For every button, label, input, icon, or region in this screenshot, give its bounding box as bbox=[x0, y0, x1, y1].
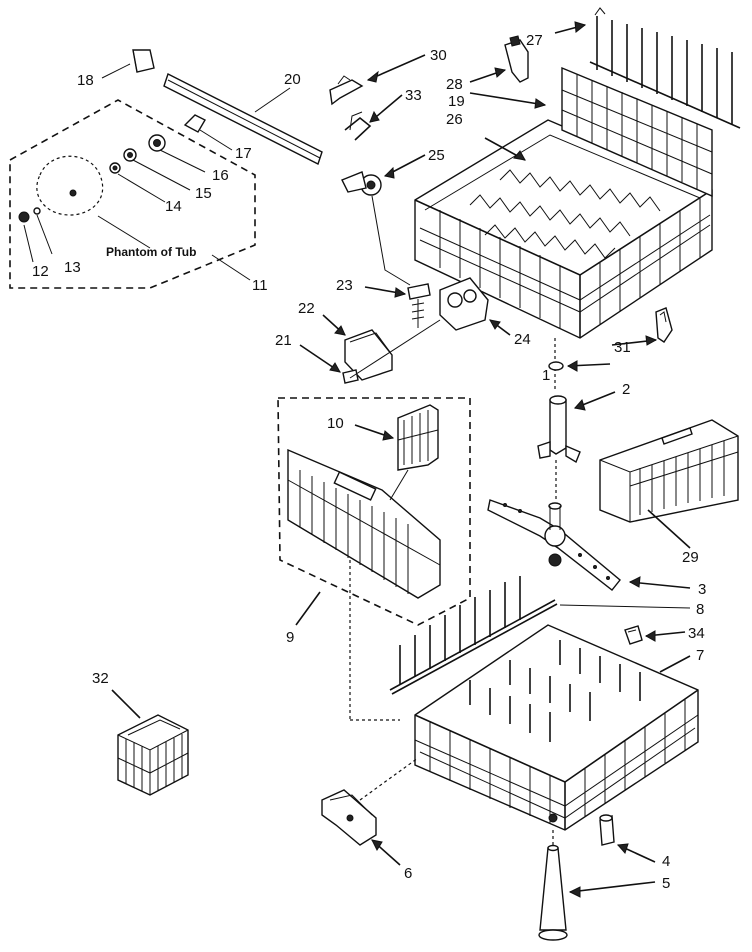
callout-1: 1 bbox=[542, 367, 550, 384]
part-30-rail-stop bbox=[329, 54, 426, 106]
part-28-clip bbox=[469, 35, 529, 83]
callout-5: 5 bbox=[662, 875, 670, 892]
part-7-lower-rack bbox=[414, 624, 699, 831]
callout-29: 29 bbox=[682, 549, 699, 566]
callout-19: 19 bbox=[448, 93, 465, 110]
phantom-of-tub-label: Phantom of Tub bbox=[106, 245, 196, 259]
part-3-wash-arm bbox=[487, 499, 691, 591]
part-34-clip bbox=[624, 625, 686, 645]
callout-24: 24 bbox=[514, 331, 531, 348]
callout-4: 4 bbox=[662, 853, 670, 870]
callout-11: 11 bbox=[252, 277, 268, 294]
callout-3: 3 bbox=[698, 581, 706, 598]
callout-6: 6 bbox=[404, 865, 412, 882]
part-8-tine-strip bbox=[389, 576, 691, 695]
part-31-clip bbox=[611, 307, 673, 346]
part-20-rack-rail bbox=[163, 73, 323, 165]
part-2-tube bbox=[537, 391, 616, 500]
part-6-rack-adjuster bbox=[321, 757, 419, 866]
callout-26: 26 bbox=[446, 111, 463, 128]
callout-7: 7 bbox=[696, 647, 704, 664]
callout-30: 30 bbox=[430, 47, 447, 64]
part-13-washer bbox=[33, 207, 41, 215]
part-9-basket-assembly bbox=[277, 397, 471, 721]
callout-8: 8 bbox=[696, 601, 704, 618]
part-17-stud bbox=[183, 114, 206, 133]
callout-20: 20 bbox=[284, 71, 301, 88]
callout-12: 12 bbox=[32, 263, 49, 280]
callout-21: 21 bbox=[275, 332, 292, 349]
part-33-clip bbox=[344, 94, 403, 141]
part-4-nozzle bbox=[599, 814, 656, 863]
callout-14: 14 bbox=[165, 198, 182, 215]
callout-10: 10 bbox=[327, 415, 344, 432]
callout-labels: 1 2 3 4 5 6 7 8 9 10 11 12 13 14 15 16 1… bbox=[32, 32, 706, 892]
callout-22: 22 bbox=[298, 300, 315, 317]
callout-9: 9 bbox=[286, 629, 294, 646]
callout-34: 34 bbox=[688, 625, 705, 642]
callout-16: 16 bbox=[212, 167, 229, 184]
callout-15: 15 bbox=[195, 185, 212, 202]
callout-25: 25 bbox=[428, 147, 445, 164]
callout-23: 23 bbox=[336, 277, 353, 294]
part-32-small-basket bbox=[111, 689, 189, 796]
part-23-screw bbox=[364, 283, 431, 328]
part-22-cover bbox=[322, 314, 393, 381]
callout-13: 13 bbox=[64, 259, 81, 276]
part-21-screw bbox=[299, 319, 441, 384]
callout-2: 2 bbox=[622, 381, 630, 398]
callout-33: 33 bbox=[405, 87, 422, 104]
rail-assembly-group bbox=[9, 99, 256, 289]
part-19-tine-panel bbox=[469, 66, 713, 198]
part-12-nut bbox=[18, 211, 30, 223]
callout-18: 18 bbox=[77, 72, 94, 89]
part-5-spray-tower bbox=[538, 813, 656, 941]
callout-28: 28 bbox=[446, 76, 463, 93]
callout-27: 27 bbox=[526, 32, 543, 49]
part-18-end-cap bbox=[101, 49, 155, 79]
callout-17: 17 bbox=[235, 145, 252, 162]
part-27-tine-row bbox=[554, 7, 741, 129]
part-24-bracket bbox=[439, 277, 511, 336]
part-26-upper-rack bbox=[414, 119, 713, 339]
part-1-washer bbox=[548, 338, 611, 392]
part-10-basket-cover bbox=[354, 404, 439, 501]
part-29-silverware-basket bbox=[599, 419, 739, 549]
callout-32: 32 bbox=[92, 670, 109, 687]
callout-31: 31 bbox=[614, 339, 631, 356]
part-25-roller bbox=[341, 154, 426, 286]
